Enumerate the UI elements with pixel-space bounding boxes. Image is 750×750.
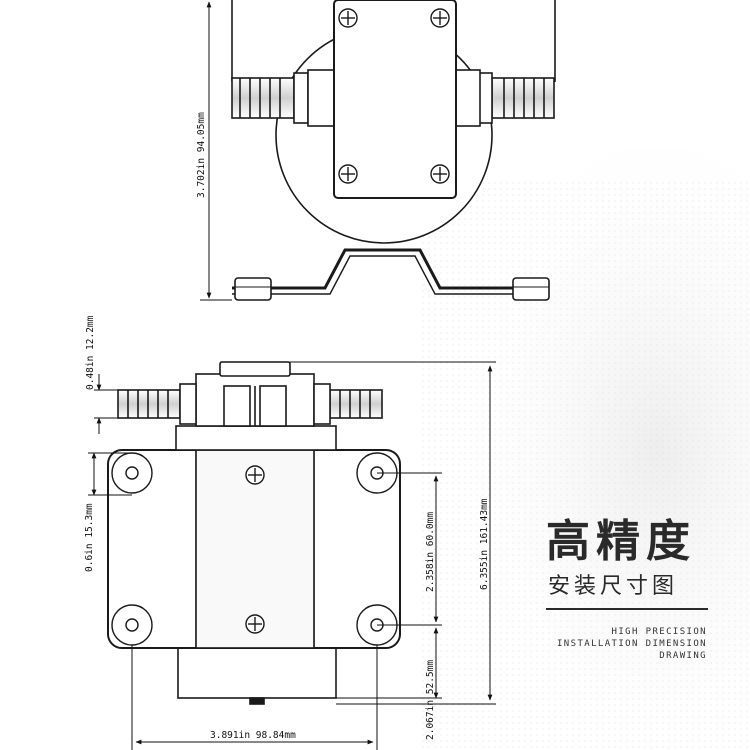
english-caption: HIGH PRECISION INSTALLATION DIMENSION DR… [557,626,707,662]
dim-fitting-offset-label: 0.48in 12.2mm [85,315,96,390]
dim-overall-length [220,361,496,705]
dim-fitting-offset [94,374,118,434]
dim-hole-horizontal-label: 3.891in 98.84mm [210,730,296,741]
mounting-holes [111,452,398,646]
page-subtitle: 安装尺寸图 [548,574,679,599]
page-title: 高精度 [546,516,696,567]
dim-front-height-label: 3.702in 94.05mm [196,112,207,198]
background-texture [380,150,750,750]
english-caption-line: INSTALLATION DIMENSION [556,639,707,649]
top-view [107,361,401,705]
dim-hole-horizontal [131,645,378,750]
front-screws [338,8,450,184]
dim-overall-length-label: 6.355in 161.43mm [479,498,490,590]
dim-motor-extension [336,627,442,699]
dim-ear-offset [88,452,132,496]
dim-motor-extension-label: 2.067in 52.5mm [425,660,436,740]
dim-hole-vertical-label: 2.358in 60.0mm [425,512,436,592]
column-screws [245,465,265,634]
dim-front-height [200,1,232,301]
dim-ear-offset-label: 0.6in 15.3mm [84,503,95,572]
front-view [231,0,556,301]
subtitle-underline [546,608,708,610]
dim-hole-vertical [377,472,442,626]
english-caption-line: HIGH PRECISION [611,627,707,637]
english-caption-line: DRAWING [659,651,707,661]
